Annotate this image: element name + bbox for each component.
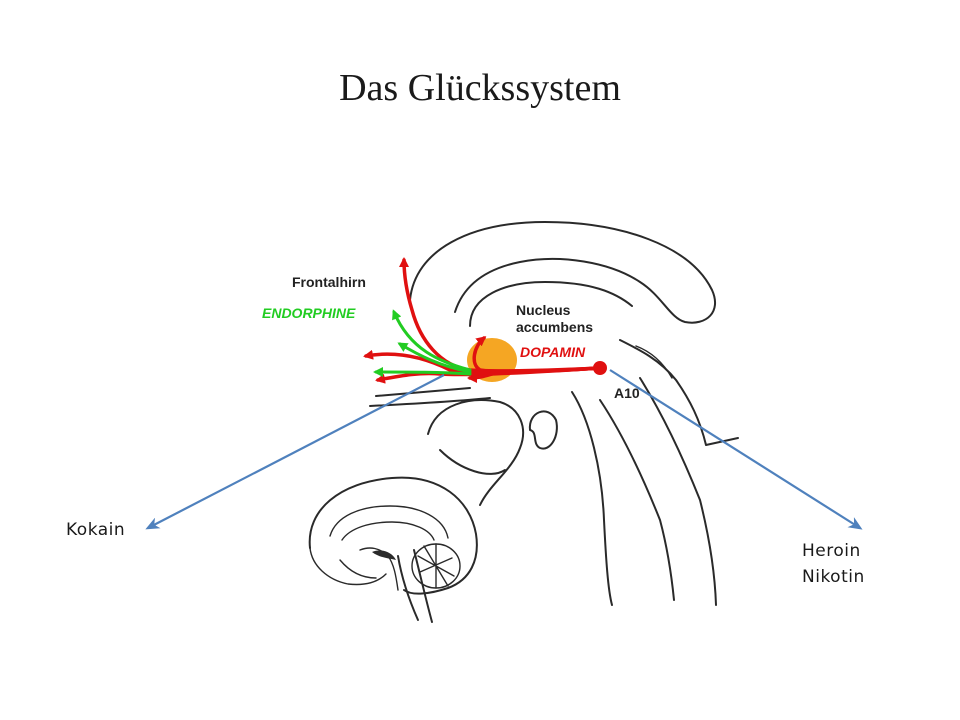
heroin-pointer-arrow <box>609 369 863 530</box>
label-frontalhirn: Frontalhirn <box>292 274 366 290</box>
endorphine-pathways <box>373 309 472 378</box>
inset-brain <box>308 476 478 623</box>
brain-outline <box>369 221 739 606</box>
annotation-heroin-nikotin: Heroin Nikotin <box>802 538 865 590</box>
label-dopamin: DOPAMIN <box>520 344 586 360</box>
kokain-pointer-arrow <box>145 374 445 530</box>
annotation-kokain: Kokain <box>66 520 126 540</box>
dopamine-pathways <box>363 257 602 384</box>
label-nucleus: Nucleus <box>516 302 571 318</box>
a10-origin-dot <box>593 361 607 375</box>
label-endorphine: ENDORPHINE <box>262 305 356 321</box>
slide-title: Das Glückssystem <box>339 67 621 109</box>
annotation-nikotin: Nikotin <box>802 567 865 587</box>
label-a10: A10 <box>614 385 640 401</box>
label-accumbens: accumbens <box>516 319 593 335</box>
annotation-heroin: Heroin <box>802 541 861 561</box>
